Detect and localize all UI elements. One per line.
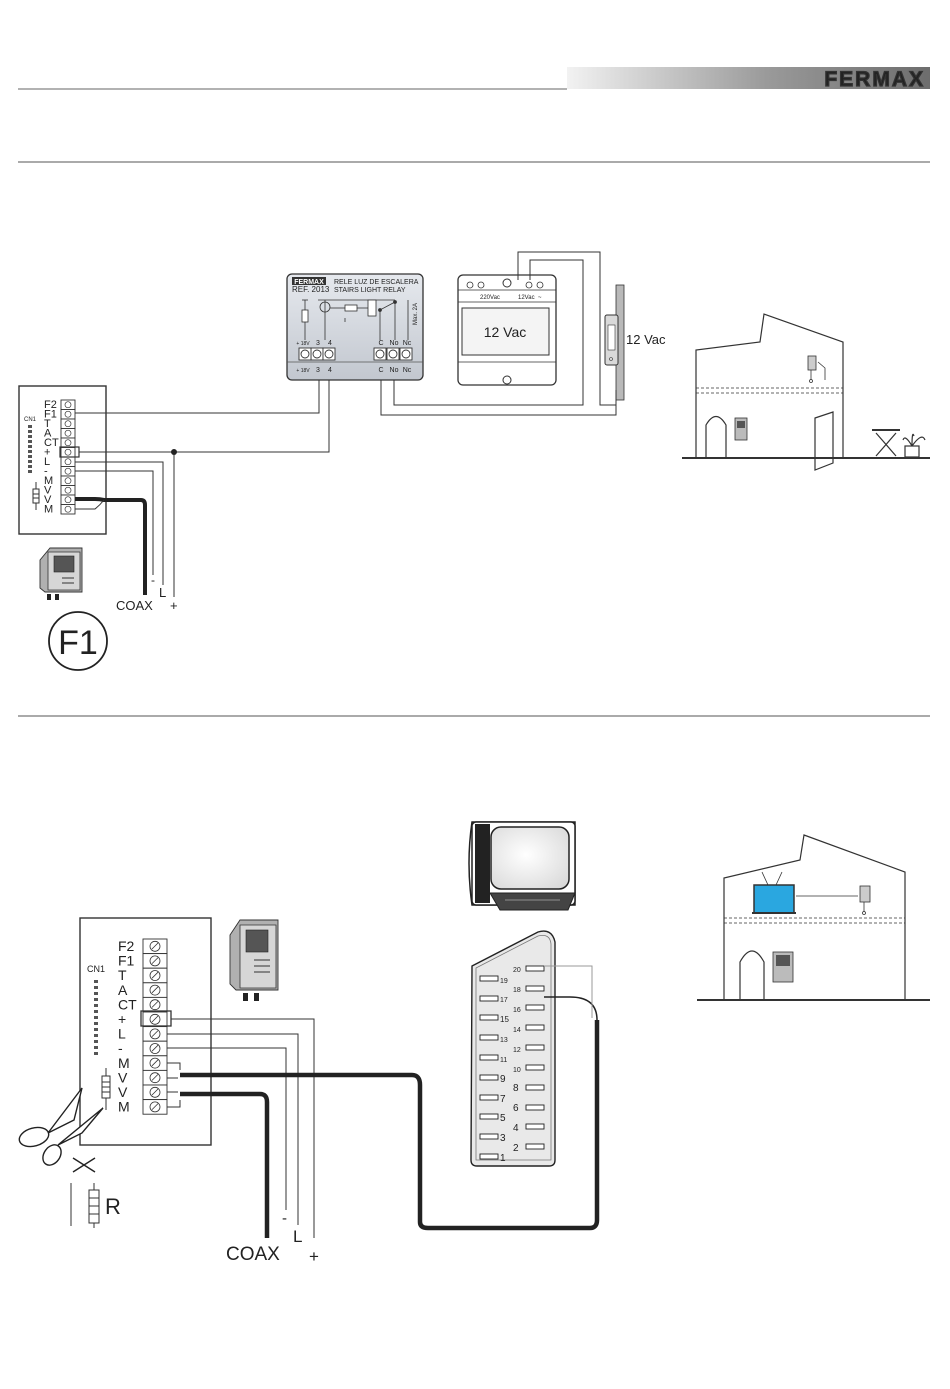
electric-door-lock [605, 285, 624, 400]
removed-resistor [71, 1183, 99, 1228]
wire-labels-2: COAX - L + [226, 1210, 319, 1266]
page-header: FERMAX [18, 67, 930, 91]
coax-label-2: COAX [226, 1244, 280, 1265]
resistor-label: R [105, 1194, 121, 1219]
term2-m2: M [118, 1099, 130, 1115]
relay-label-18v: + 18V [296, 341, 310, 347]
relay-bottom-label-18v: + 18V [296, 368, 310, 374]
scart-pin-15: 15 [500, 1015, 509, 1024]
diagram-tv-connection: 19 17 15 13 11 9 7 5 3 1 20 18 16 14 12 … [17, 822, 930, 1266]
psu-display-value: 12 Vac [484, 324, 527, 340]
cn1-label-2: CN1 [87, 964, 105, 974]
scart-pin-2: 2 [513, 1143, 519, 1154]
scart-pin-10: 10 [513, 1067, 521, 1074]
video-monitor-icon-2 [230, 920, 278, 1001]
term2-l: L [118, 1026, 126, 1042]
term2-ct: CT [118, 996, 137, 1012]
term2-m: M [118, 1055, 130, 1071]
term2-minus: - [118, 1040, 123, 1056]
cut-mark-icon [73, 1158, 95, 1172]
scart-pin-16: 16 [513, 1007, 521, 1014]
stairs-light-relay-module: FERMAX RELE LUZ DE ESCALERA REF. 2013 ST… [287, 274, 423, 380]
relay-label-nc: Nc [403, 340, 412, 347]
term2-v2: V [118, 1084, 128, 1100]
relay-bottom-label-c: C [378, 367, 383, 374]
diagram-stairs-light-relay: FERMAX RELE LUZ DE ESCALERA REF. 2013 ST… [19, 252, 930, 670]
scart-pin-11: 11 [500, 1057, 507, 1064]
relay-bottom-label-no: No [390, 367, 399, 374]
scart-pin-14: 14 [513, 1027, 521, 1034]
relay-label-4: 4 [328, 340, 332, 347]
relay-label-3: 3 [316, 340, 320, 347]
minus-label-2: - [282, 1210, 287, 1227]
video-monitor-icon-1 [40, 548, 82, 600]
house-tv-icon [752, 872, 796, 913]
monitor-terminal-panel-1: CN1 [19, 386, 106, 534]
term2-plus: + [118, 1011, 126, 1027]
psu-output-label: 12Vac [518, 295, 535, 301]
term2-a: A [118, 982, 128, 998]
f1-badge: F1 [49, 612, 107, 670]
scart-pin-20: 20 [513, 967, 521, 974]
relay-bottom-label-3: 3 [316, 367, 320, 374]
f1-badge-label: F1 [58, 624, 98, 662]
scart-pin-17: 17 [500, 997, 508, 1004]
term2-t: T [118, 967, 127, 983]
term2-f1: F1 [118, 953, 135, 969]
wire-junction-dot [171, 449, 177, 455]
relay-label-no: No [390, 340, 399, 347]
power-supply-12vac: 220Vac 12Vac ~ 12 Vac [458, 275, 556, 385]
minus-label-1: - [151, 573, 155, 587]
scart-pin-1: 1 [500, 1153, 506, 1164]
scart-pin-8: 8 [513, 1083, 519, 1094]
relay-max-label: Max. 2A [413, 303, 419, 325]
scart-pin-13: 13 [500, 1037, 508, 1044]
term2-f2: F2 [118, 938, 135, 954]
scart-connector: 19 17 15 13 11 9 7 5 3 1 20 18 16 14 12 … [471, 931, 555, 1166]
ac-symbol: ~ [538, 295, 542, 301]
relay-title-es: RELE LUZ DE ESCALERA [334, 279, 419, 286]
house-illustration-1 [682, 314, 930, 470]
relay-bottom-label-4: 4 [328, 367, 332, 374]
coax-label-1: COAX [116, 598, 153, 613]
l-label-1: L [159, 585, 166, 600]
scart-pin-3: 3 [500, 1133, 506, 1144]
brand-logo: FERMAX [824, 68, 925, 91]
garden-table-icon [872, 430, 925, 457]
scart-pin-19: 19 [500, 978, 508, 985]
relay-bottom-label-nc: Nc [403, 367, 412, 374]
cn1-label-1: CN1 [24, 417, 37, 423]
relay-title-en: STAIRS LIGHT RELAY [334, 287, 406, 294]
scart-pin-12: 12 [513, 1047, 521, 1054]
lock-voltage-label: 12 Vac [626, 332, 666, 347]
term2-v: V [118, 1069, 128, 1085]
scart-pin-7: 7 [500, 1094, 506, 1105]
term1-m2: M [44, 504, 53, 516]
scart-pin-9: 9 [500, 1074, 506, 1085]
scart-pin-5: 5 [500, 1113, 506, 1124]
scart-pin-18: 18 [513, 987, 521, 994]
scart-pin-4: 4 [513, 1123, 519, 1134]
scart-pin-6: 6 [513, 1103, 519, 1114]
relay-ref: REF. 2013 [292, 285, 330, 294]
plus-label-2: + [309, 1247, 319, 1266]
house-illustration-2 [697, 835, 930, 1000]
television-icon [469, 822, 575, 910]
psu-input-label: 220Vac [480, 295, 500, 301]
relay-label-c: C [378, 340, 383, 347]
plus-label-1: + [170, 598, 178, 613]
l-label-2: L [293, 1227, 302, 1246]
